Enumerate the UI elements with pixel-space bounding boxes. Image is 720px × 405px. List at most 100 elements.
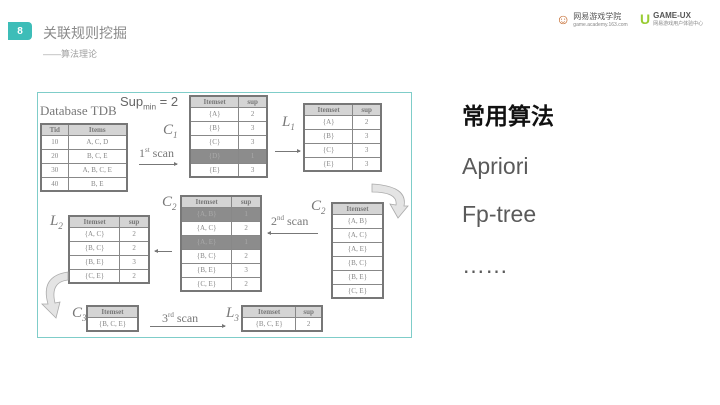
table-cell: 3 [238, 162, 268, 178]
table-row: {B}3 [303, 128, 382, 144]
gameux-logo-name: GAME-UX [653, 11, 691, 20]
table-cell: {A, C} [68, 226, 121, 242]
table-cell: {B, C, E} [241, 316, 297, 332]
l3-label: L3 [226, 305, 239, 323]
table-cell: {A} [303, 114, 354, 130]
table-cell: 3 [352, 156, 382, 172]
table-cell: 1 [238, 148, 268, 164]
algorithm-item-apriori: Apriori [462, 153, 529, 179]
table-row: {B, C}2 [68, 240, 150, 256]
table-cell: B, E [67, 176, 128, 192]
table-row: {A, C}2 [68, 226, 150, 242]
table-cell: {B, E} [331, 269, 384, 285]
table-row: {B}3 [189, 120, 268, 136]
table-cell: 2 [352, 114, 382, 130]
netease-logo-url: game.academy.163.com [573, 22, 628, 28]
table-row: {C}3 [189, 134, 268, 150]
table-cell: 40 [40, 176, 69, 192]
c3-label: C3 [72, 305, 87, 323]
scan3-arrow [150, 324, 226, 328]
table-row: {E}3 [303, 156, 382, 172]
table-row: {E}3 [189, 162, 268, 178]
netease-logo-name: 网易游戏学院 [573, 12, 622, 21]
table-cell: {A, E} [331, 241, 384, 257]
game-ux-u-icon: U [640, 11, 651, 27]
netease-mascot-icon: ☺ [556, 11, 571, 27]
table-cell: 2 [119, 226, 150, 242]
table-row: {A, E}1 [180, 234, 262, 250]
table-row: {B, E}3 [180, 262, 262, 278]
column-header: Itemset [86, 305, 139, 318]
table-row: {D}1 [189, 148, 268, 164]
table-cell: 30 [40, 162, 69, 178]
database-tdb-title: Database TDB [40, 103, 117, 118]
scan3-label: 3rd scan [162, 311, 199, 325]
table-cell: B, C, E [67, 148, 128, 164]
table-cell: 3 [119, 254, 150, 270]
table-row: {C, E} [331, 283, 384, 299]
column-header: sup [352, 103, 382, 116]
table-cell: {B} [189, 120, 240, 136]
algorithm-item-more: …… [462, 252, 508, 278]
table-cell: {C, E} [180, 276, 233, 292]
table-cell: A, B, C, E [67, 162, 128, 178]
column-header: Itemset [68, 215, 121, 228]
table-cell: {B, E} [180, 262, 233, 278]
table-row: {A, C} [331, 227, 384, 243]
table-cell: {A, C} [180, 220, 233, 236]
c3-table: Itemset{B, C, E} [86, 305, 139, 332]
table-cell: 10 [40, 134, 69, 150]
table-header-row: Itemset [86, 305, 139, 318]
table-row: {A}2 [303, 114, 382, 130]
table-row: {C, E}2 [180, 276, 262, 292]
table-cell: {A, B} [180, 206, 233, 222]
table-row: {A, B}1 [180, 206, 262, 222]
table-cell: {A, C} [331, 227, 384, 243]
c1-label: C1 [163, 122, 178, 140]
table-cell: 2 [119, 240, 150, 256]
table-cell: 2 [231, 220, 262, 236]
gameux-logo-sub: 网易游戏用户体验中心 [653, 21, 704, 27]
page-title: 关联规则挖掘 [43, 25, 127, 41]
column-header: Itemset [241, 305, 297, 318]
table-cell: 3 [238, 134, 268, 150]
column-header: sup [231, 195, 262, 208]
table-row: {A}2 [189, 106, 268, 122]
table-cell: {B, E} [68, 254, 121, 270]
table-cell: {C} [303, 142, 354, 158]
c2-label: C2 [162, 194, 177, 212]
column-header: Itemset [189, 95, 240, 108]
table-row: {B, E} [331, 269, 384, 285]
c2-to-l2-arrow [154, 249, 172, 253]
table-cell: {A} [189, 106, 240, 122]
table-cell: {C, E} [331, 283, 384, 299]
table-cell: 1 [231, 206, 262, 222]
table-cell: 3 [352, 142, 382, 158]
table-cell: 2 [238, 106, 268, 122]
table-cell: {B} [303, 128, 354, 144]
table-cell: 2 [295, 316, 323, 332]
l1-label: L1 [282, 114, 295, 132]
column-header: Tid [40, 123, 69, 136]
table-cell: 1 [231, 234, 262, 250]
table-cell: {C, E} [68, 268, 121, 284]
table-cell: {D} [189, 148, 240, 164]
column-header: sup [238, 95, 268, 108]
supmin-label: Supmin = 2 [120, 94, 179, 112]
scan1-label: 1st scan [139, 146, 174, 160]
column-header: Itemset [180, 195, 233, 208]
l2-label: L2 [50, 213, 63, 231]
